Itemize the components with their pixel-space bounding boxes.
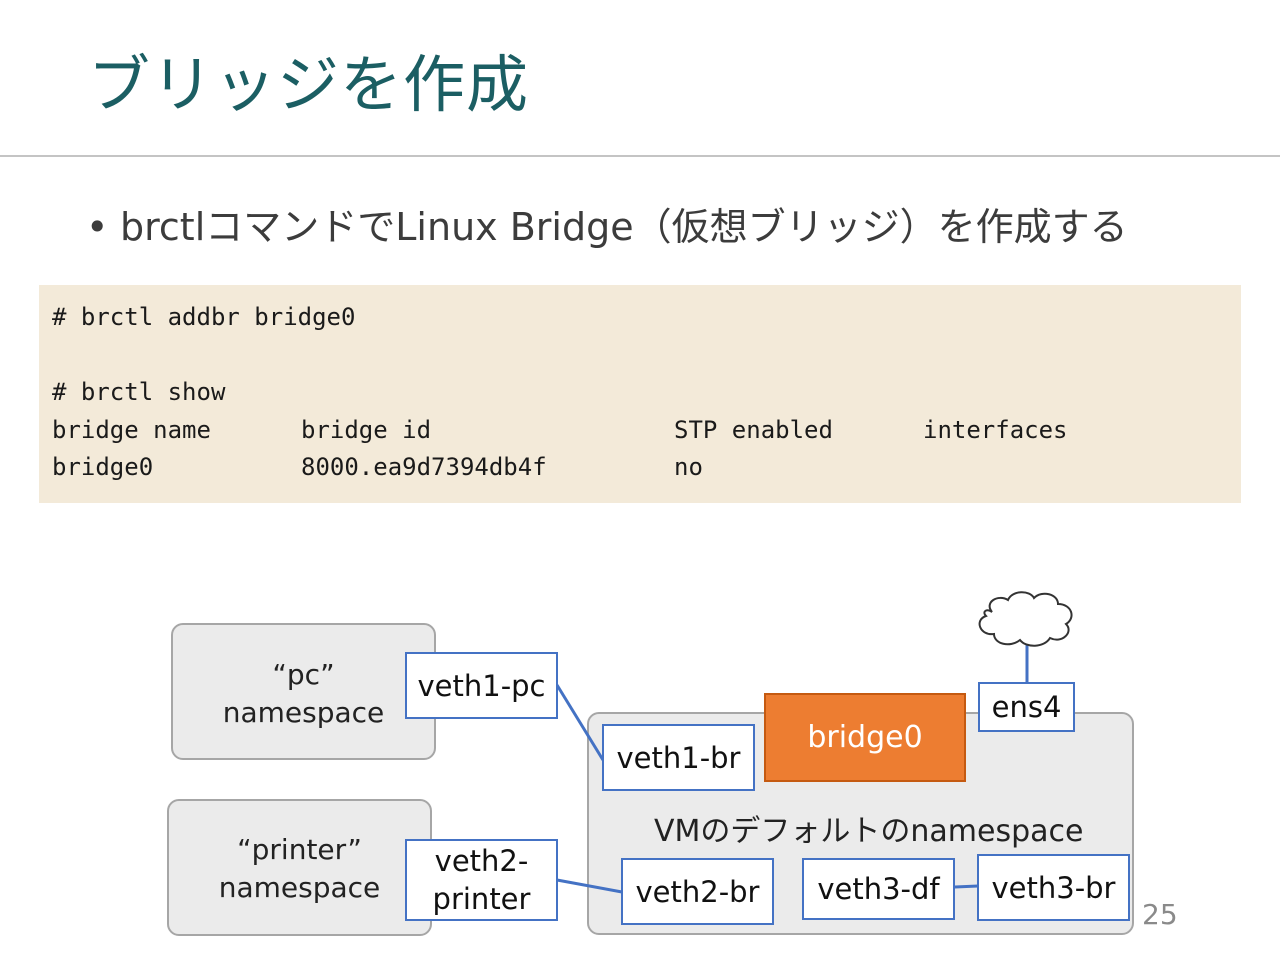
pc-namespace-word: namespace [222, 696, 385, 729]
bullet-item: •brctlコマンドでLinux Bridge（仮想ブリッジ）を作成する [86, 196, 1128, 251]
veth3-df-interface: veth3-df [802, 858, 955, 920]
ens4-interface: ens4 [978, 682, 1075, 732]
veth2-printer-label-line1: veth2- [434, 844, 529, 878]
veth1-pc-interface: veth1-pc [405, 652, 558, 719]
veth3-br-interface: veth3-br [977, 854, 1130, 921]
cell-bridge-name: bridge0 [52, 453, 154, 481]
cell-stp: no [674, 453, 703, 481]
veth2-br-label: veth2-br [635, 874, 760, 909]
pc-namespace-box [171, 623, 436, 760]
pc-namespace-label: “pc” namespace [171, 656, 436, 732]
code-block: # brctl addbr bridge0 # brctl show bridg… [39, 285, 1241, 503]
veth1-pc-label: veth1-pc [417, 668, 546, 703]
bridge0-box: bridge0 [764, 693, 966, 782]
slide-title: ブリッジを作成 [88, 48, 530, 121]
col-header-interfaces: interfaces [923, 416, 1068, 444]
col-header-stp: STP enabled [674, 416, 833, 444]
bullet-marker: • [86, 205, 109, 249]
veth1-br-interface: veth1-br [602, 724, 755, 791]
vm-namespace-label: VMのデフォルトのnamespace [654, 814, 1084, 849]
title-divider [0, 155, 1280, 157]
veth3-df-label: veth3-df [817, 872, 940, 906]
code-line-addbr: # brctl addbr bridge0 [52, 303, 356, 331]
printer-namespace-word: namespace [218, 871, 381, 904]
veth3-br-label: veth3-br [991, 870, 1116, 905]
pc-namespace-name: “pc” [272, 658, 335, 691]
code-line-show: # brctl show [52, 378, 226, 406]
ens4-label: ens4 [991, 690, 1062, 724]
page-number: 25 [1142, 898, 1178, 931]
col-header-bridge-name: bridge name [52, 416, 211, 444]
link-veth1 [555, 684, 605, 761]
printer-namespace-box [167, 799, 432, 936]
bridge0-label: bridge0 [807, 720, 923, 755]
cloud-icon [978, 591, 1073, 647]
bullet-text: brctlコマンドでLinux Bridge（仮想ブリッジ）を作成する [120, 205, 1128, 249]
link-veth3 [954, 884, 979, 889]
link-veth2 [556, 878, 623, 894]
printer-namespace-name: “printer” [237, 833, 362, 866]
veth2-printer-label-line2: printer [432, 882, 531, 916]
printer-namespace-label: “printer” namespace [167, 831, 432, 907]
veth1-br-label: veth1-br [616, 740, 741, 775]
cell-bridge-id: 8000.ea9d7394db4f [301, 453, 547, 481]
veth2-printer-interface: veth2- printer [405, 839, 558, 921]
veth2-br-interface: veth2-br [621, 858, 774, 925]
col-header-bridge-id: bridge id [301, 416, 432, 444]
